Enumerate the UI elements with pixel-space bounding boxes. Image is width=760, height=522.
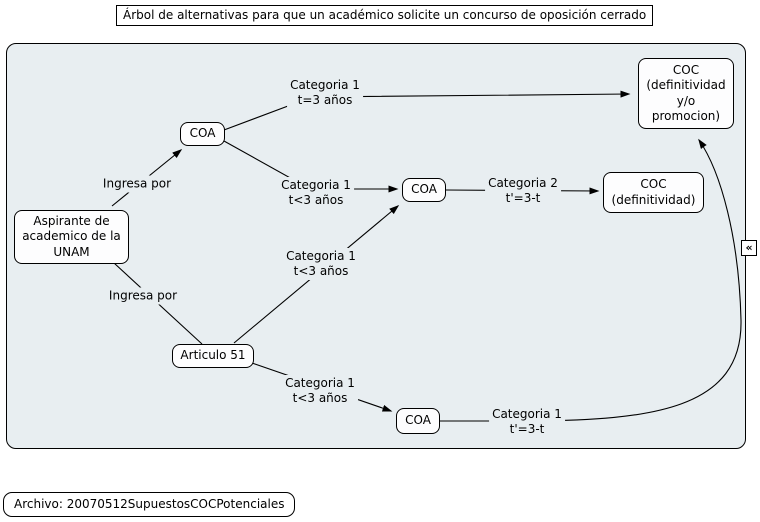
edge-label-categoria1-t3[interactable]: Categoria 1 t=3 años [287,77,363,109]
collapse-toggle-icon[interactable]: « [741,240,757,256]
edge-label-categoria1-lt3-c[interactable]: Categoria 1 t<3 años [282,375,358,407]
node-aspirante-academico[interactable]: Aspirante de academico de la UNAM [14,210,129,264]
edge-label-categoria1-lt3-b[interactable]: Categoria 1 t<3 años [283,248,359,280]
edge-label-categoria1-t3t-curva[interactable]: Categoria 1 t'=3-t [489,406,565,438]
file-name-label: Archivo: 20070512SupuestosCOCPotenciales [3,492,296,517]
node-coa-bottom[interactable]: COA [396,408,440,434]
edge-label-categoria2-t3t[interactable]: Categoria 2 t'=3-t [485,175,561,207]
node-coc-definitividad[interactable]: COC (definitividad) [603,172,704,213]
edge-label-categoria1-lt3-a[interactable]: Categoria 1 t<3 años [278,177,354,209]
node-coc-promocion[interactable]: COC (definitividad y/o promocion) [638,58,734,129]
node-coa-middle[interactable]: COA [402,178,446,202]
node-articulo-51[interactable]: Articulo 51 [172,344,254,368]
node-coa-top[interactable]: COA [180,122,225,146]
diagram-title: Árbol de alternativas para que un académ… [116,5,654,26]
edge-label-ingresa-por-coa[interactable]: Ingresa por [99,175,175,193]
edge-label-ingresa-por-articulo[interactable]: Ingresa por [105,287,181,305]
